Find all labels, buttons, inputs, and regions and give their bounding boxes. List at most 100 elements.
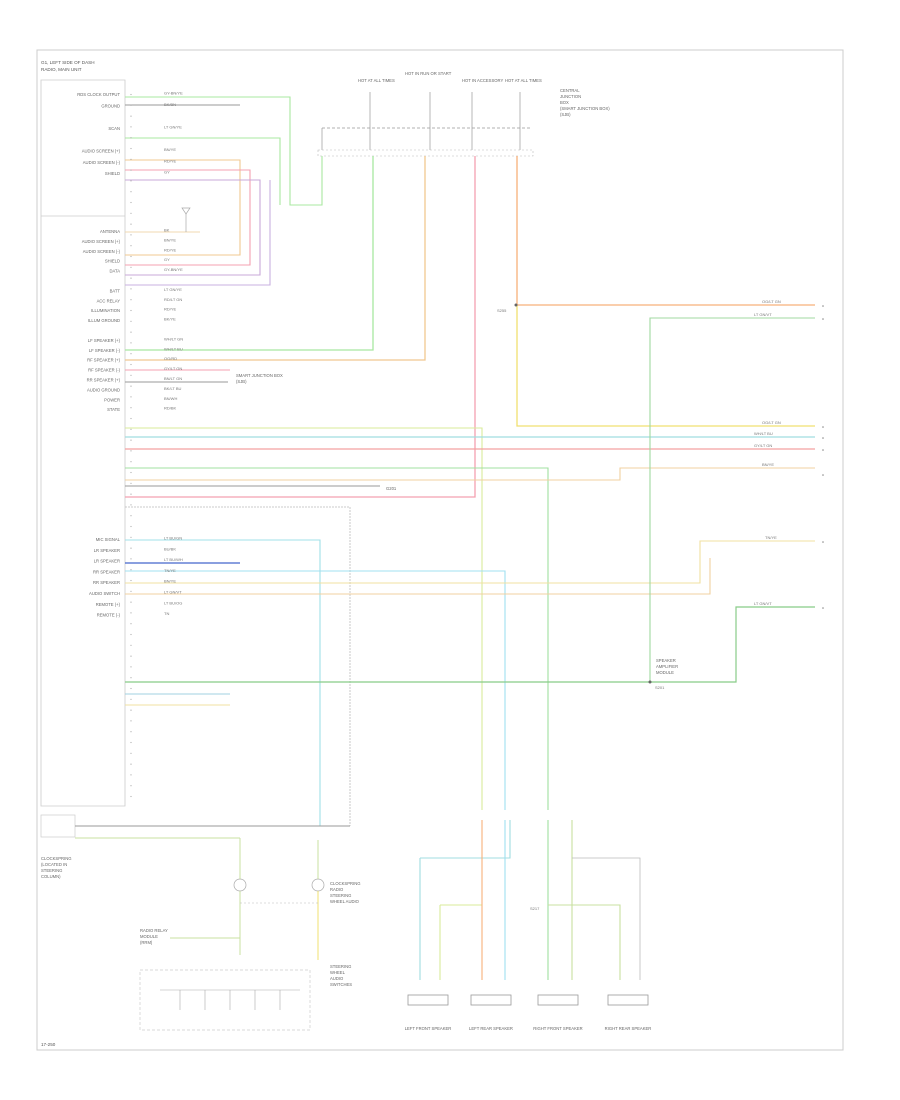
radio_connector_c-pin-wire-7: TN — [164, 611, 169, 616]
radio_connector_b-pin-wire-15: BN/LT GN — [164, 376, 182, 381]
radio_connector_c-pin-label-5: AUDIO SWITCH — [89, 591, 120, 596]
radio_connector_c-pin-label-0: MIC SIGNAL — [96, 537, 121, 542]
radio_connector_b-pin-wire-6: LT GN/YE — [164, 287, 182, 292]
clockspring-1: CLOCKSPRING — [330, 881, 360, 886]
radio_connector_b-pin-wire-0: BK — [164, 228, 170, 233]
page-title-line-1: G1, LEFT SIDE OF DASH — [41, 60, 95, 65]
speaker-box — [607, 994, 649, 1006]
sjb-note-2: (SJB) — [236, 379, 247, 384]
pin-dot — [130, 655, 132, 657]
junction-note-5: (SJB) — [560, 112, 571, 117]
pin-dot — [130, 558, 132, 560]
fuse-label-1: HOT AT ALL TIMES — [358, 78, 395, 83]
radio_connector_b-pin-label-6: BATT — [110, 288, 121, 293]
pin-dot — [130, 741, 132, 744]
radio_connector_c-pin-wire-3: TN/YE — [164, 568, 176, 573]
speaker-label-1: LEFT REAR SPEAKER — [469, 1026, 513, 1031]
antenna-symbol — [125, 207, 200, 233]
page-title-line-2: RADIO, MAIN UNIT — [41, 67, 82, 72]
radio_connector_b-pin-label-18: STATE — [107, 407, 120, 412]
radio_connector_a-pin-label-0: RDS CLOCK OUTPUT — [77, 92, 120, 97]
radio_connector_b-pin-wire-8: RD/YE — [164, 307, 177, 312]
clockspring-section: CLOCKSPRING (LOCATED IN STEERING COLUMN)… — [40, 814, 360, 1031]
splice-label-2: S201 — [655, 685, 665, 690]
pin-dot — [130, 385, 132, 387]
pin-dot — [130, 363, 132, 366]
radio_connector_c-pin-label-4: RR SPEAKER — [93, 580, 120, 585]
pin-dot — [130, 731, 132, 733]
fuse-label-2: HOT IN RUN OR START — [405, 71, 452, 76]
radio_connector_a-pin-wire-6: RD/YE — [164, 158, 177, 163]
radio_connector_b-pin-label-9: ILLUM GROUND — [88, 318, 120, 323]
left-box-2: MODULE — [140, 934, 158, 939]
radio_connector_b-pin-label-12: LF SPEAKER (-) — [89, 348, 121, 353]
radio_connector_c-pin-label-3: RR SPEAKER — [93, 569, 120, 574]
speaker-box — [537, 994, 579, 1006]
pin-dot — [130, 515, 132, 517]
radio_connector_c-pin-wire-4: BN/YE — [164, 579, 176, 584]
radio_connector_b-pin-wire-1: BN/YE — [164, 237, 176, 242]
junction-note-2: JUNCTION — [560, 94, 581, 99]
radio_connector_a-pin-label-7: SHIELD — [105, 171, 120, 176]
radio_connector_b-pin-wire-2: RD/YE — [164, 247, 177, 252]
speaker-label-3: RIGHT REAR SPEAKER — [605, 1026, 652, 1031]
fuse-label-3: HOT IN ACCESSORY — [462, 78, 503, 83]
pin-dot — [130, 752, 132, 754]
radio_connector_b-pin-label-1: AUDIO SCREEN (+) — [82, 239, 121, 244]
pin-dot — [130, 482, 132, 484]
pin-dot — [130, 104, 132, 106]
radio_connector_b-pin-label-8: ILLUMINATION — [91, 308, 120, 313]
pin-dot — [130, 191, 132, 193]
diagram-frame — [36, 49, 844, 1051]
pin-dot — [130, 158, 132, 160]
radio_connector_b-pin-label-3: SHIELD — [105, 259, 120, 264]
steering-note-4: SWITCHES — [330, 982, 352, 987]
radio_connector_c-pin-label-7: REMOTE (-) — [97, 613, 121, 618]
lower-left-1: CLOCKSPRING — [41, 856, 71, 861]
pin-dot — [130, 623, 132, 625]
pin-dot — [130, 504, 132, 506]
radio_connector_b-pin-label-13: RF SPEAKER (+) — [87, 358, 121, 363]
pin-dot — [130, 147, 132, 150]
pin-dot — [130, 428, 132, 430]
right-terminal-3: OG/LT GN — [762, 420, 781, 425]
radio_connector_a-pin-label-6: AUDIO SCREEN (-) — [83, 160, 121, 165]
pin-dot — [130, 590, 132, 592]
radio_connector_a-pin-wire-1: BK/BN — [164, 102, 176, 107]
radio_connector_a-pin-label-3: SCAN — [108, 126, 120, 131]
pin-dot — [130, 255, 132, 258]
right-terminal-6: BN/YE — [762, 462, 774, 467]
radio_connector_b-pin-wire-17: BN/WH — [164, 396, 177, 401]
junction-note-4: (SMART JUNCTION BOX) — [560, 106, 610, 111]
pin-dot — [130, 277, 132, 279]
pin-dot — [130, 169, 132, 171]
pin-dot — [130, 450, 132, 452]
pin-dot — [130, 698, 132, 700]
sjb-note-1: SMART JUNCTION BOX — [236, 373, 283, 378]
radio_connector_b-pin-wire-13: OG/RD — [164, 356, 177, 361]
pin-dot — [130, 439, 132, 441]
radio_connector_c-pin-label-6: REMOTE (+) — [96, 602, 121, 607]
pin-dot — [130, 774, 132, 776]
radio-module-outline — [40, 79, 126, 807]
right-terminal-8: LT GN/VT — [754, 601, 772, 606]
right-terminal-2: LT GN/VT — [754, 312, 772, 317]
radio_connector_b-pin-wire-11: WH/LT GN — [164, 336, 183, 341]
pin-numbers — [130, 93, 132, 798]
radio_connector_b-pin-wire-18: RD/BK — [164, 406, 177, 411]
pin-dot — [130, 763, 132, 765]
radio_connector_a-pin-wire-0: GY-BN/YE — [164, 91, 183, 96]
clockspring-2: RADIO — [330, 887, 344, 892]
fuse-block: HOT AT ALL TIMES HOT IN RUN OR START HOT… — [317, 71, 610, 157]
junction-note-1: CENTRAL — [560, 88, 580, 93]
pin-dot — [130, 666, 132, 668]
radio_connector_b-pin-label-2: AUDIO SCREEN (-) — [83, 249, 121, 254]
pin-dot — [130, 288, 132, 290]
connector-b-wires — [125, 369, 815, 826]
radio_connector_b-pin-wire-7: RD/LT GN — [164, 297, 182, 302]
radio_connector_c-pin-wire-1: BU/BK — [164, 546, 176, 551]
